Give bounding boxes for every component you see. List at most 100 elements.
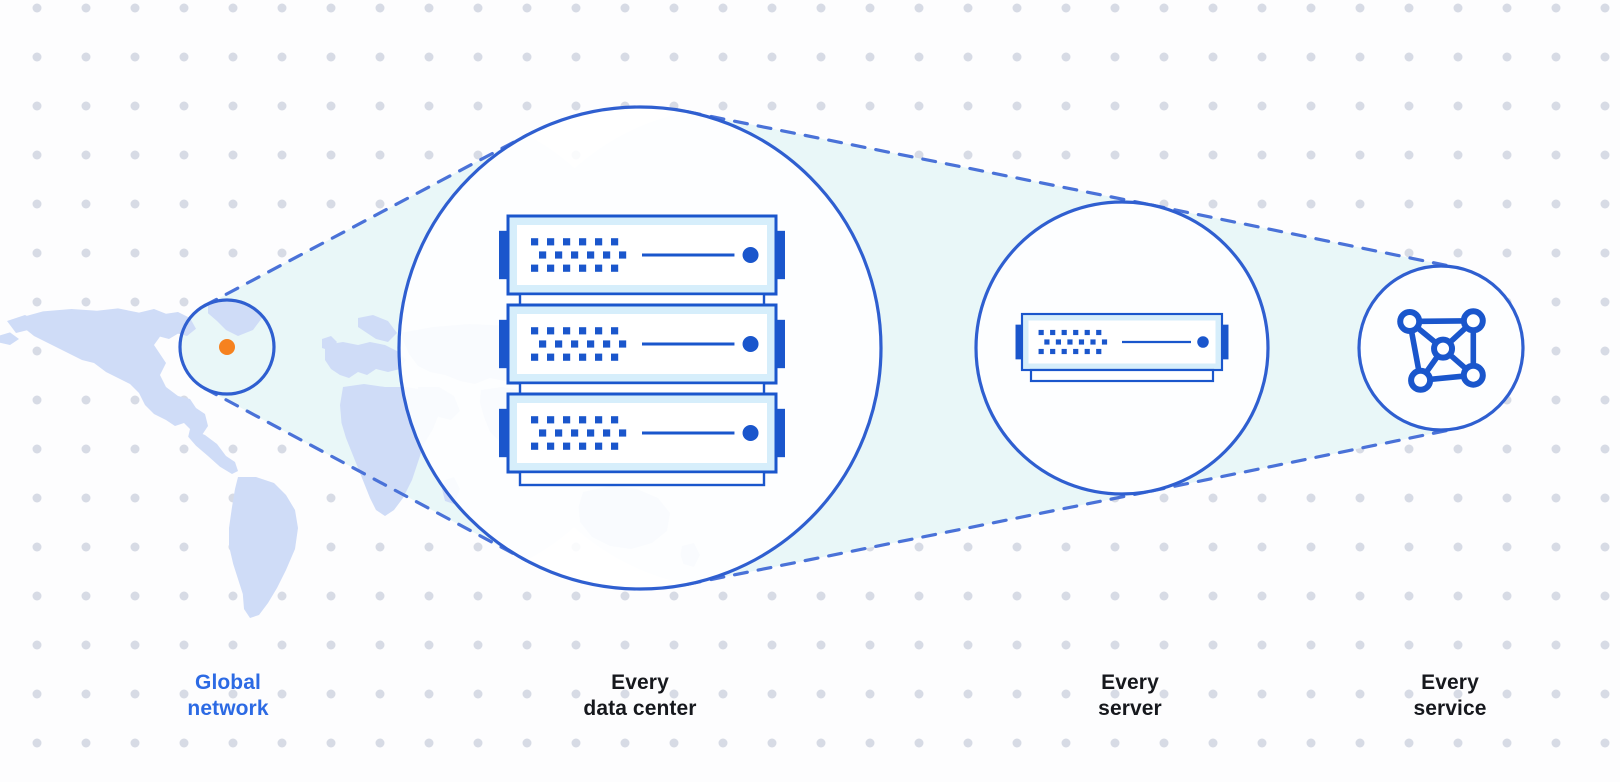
grid-dot [1061, 738, 1071, 748]
grid-dot [1453, 101, 1463, 111]
grid-dot [130, 493, 140, 503]
grid-dot [1355, 3, 1365, 13]
grid-dot [1551, 738, 1561, 748]
grid-dot [1208, 150, 1218, 160]
vent-dot [1055, 339, 1062, 345]
grid-dot [179, 444, 189, 454]
vent-dot [611, 327, 619, 335]
grid-dot [1159, 493, 1169, 503]
graph-node-top-right [1460, 308, 1486, 334]
vent-dot [547, 353, 555, 361]
grid-dot [718, 52, 728, 62]
grid-dot [228, 444, 238, 454]
grid-dot [1208, 640, 1218, 650]
grid-dot [130, 640, 140, 650]
grid-dot [522, 738, 532, 748]
grid-dot [1551, 689, 1561, 699]
grid-dot [669, 52, 679, 62]
vent-dot [563, 416, 571, 424]
grid-dot [32, 52, 42, 62]
grid-dot [963, 3, 973, 13]
grid-dot [816, 640, 826, 650]
grid-dot [914, 689, 924, 699]
vent-dot [539, 340, 547, 348]
grid-dot [32, 199, 42, 209]
grid-dot [816, 591, 826, 601]
grid-dot [1404, 640, 1414, 650]
grid-dot [375, 542, 385, 552]
grid-dot [1061, 542, 1071, 552]
vent-dot [531, 416, 539, 424]
server-vent-matrix [531, 238, 627, 272]
grid-dot [1600, 199, 1610, 209]
vent-dot [1090, 339, 1096, 345]
rack-strut [518, 381, 766, 396]
grid-dot [865, 738, 875, 748]
grid-dot [1355, 52, 1365, 62]
grid-dot [326, 591, 336, 601]
vent-dot [563, 264, 571, 272]
grid-dot [1110, 542, 1120, 552]
vent-dot [1101, 339, 1108, 345]
grid-dot [865, 591, 875, 601]
grid-dot [1306, 199, 1316, 209]
grid-dot [179, 101, 189, 111]
grid-dot [130, 395, 140, 405]
grid-dot [326, 640, 336, 650]
grid-dot [81, 738, 91, 748]
grid-dot [914, 591, 924, 601]
vent-dot [1038, 329, 1044, 336]
grid-dot [1502, 689, 1512, 699]
vent-dot [555, 251, 563, 259]
grid-dot [767, 3, 777, 13]
grid-dot [1208, 101, 1218, 111]
vent-dot [1096, 348, 1102, 355]
grid-dot [473, 52, 483, 62]
grid-dot [767, 101, 777, 111]
grid-dot [424, 640, 434, 650]
vent-dot [1084, 348, 1090, 355]
grid-dot [1159, 689, 1169, 699]
grid-dot [1404, 101, 1414, 111]
grid-dot [1061, 640, 1071, 650]
grid-dot [1061, 591, 1071, 601]
grid-dot [1110, 640, 1120, 650]
server-led-dot [742, 425, 759, 441]
vent-dot [1061, 329, 1067, 336]
grid-dot [571, 101, 581, 111]
vent-dot [563, 353, 571, 361]
grid-dot [375, 52, 385, 62]
grid-dot [81, 248, 91, 258]
rack-base [518, 470, 766, 487]
grid-dot [1453, 248, 1463, 258]
graph-node-top-left [1397, 308, 1423, 334]
grid-dot [179, 297, 189, 307]
server-ear-right [1220, 324, 1229, 360]
grid-dot [1208, 3, 1218, 13]
grid-dot [1502, 52, 1512, 62]
grid-dot [1306, 542, 1316, 552]
grid-dot [277, 248, 287, 258]
vent-dot [579, 353, 587, 361]
grid-dot [963, 689, 973, 699]
grid-dot [1502, 542, 1512, 552]
graph-node-center [1431, 336, 1456, 361]
grid-dot [326, 52, 336, 62]
vent-dot [595, 327, 603, 335]
vent-dot [571, 251, 579, 259]
server-unit-2 [499, 303, 785, 385]
server-ear-left [499, 319, 510, 369]
grid-dot [179, 52, 189, 62]
grid-dot [473, 542, 483, 552]
grid-dot [522, 689, 532, 699]
grid-dot [1110, 52, 1120, 62]
grid-dot [1159, 3, 1169, 13]
server-vent-matrix [531, 416, 627, 450]
grid-dot [1208, 689, 1218, 699]
grid-dot [130, 591, 140, 601]
grid-dot [669, 640, 679, 650]
grid-dot [130, 689, 140, 699]
vent-dot [579, 264, 587, 272]
grid-dot [1306, 101, 1316, 111]
